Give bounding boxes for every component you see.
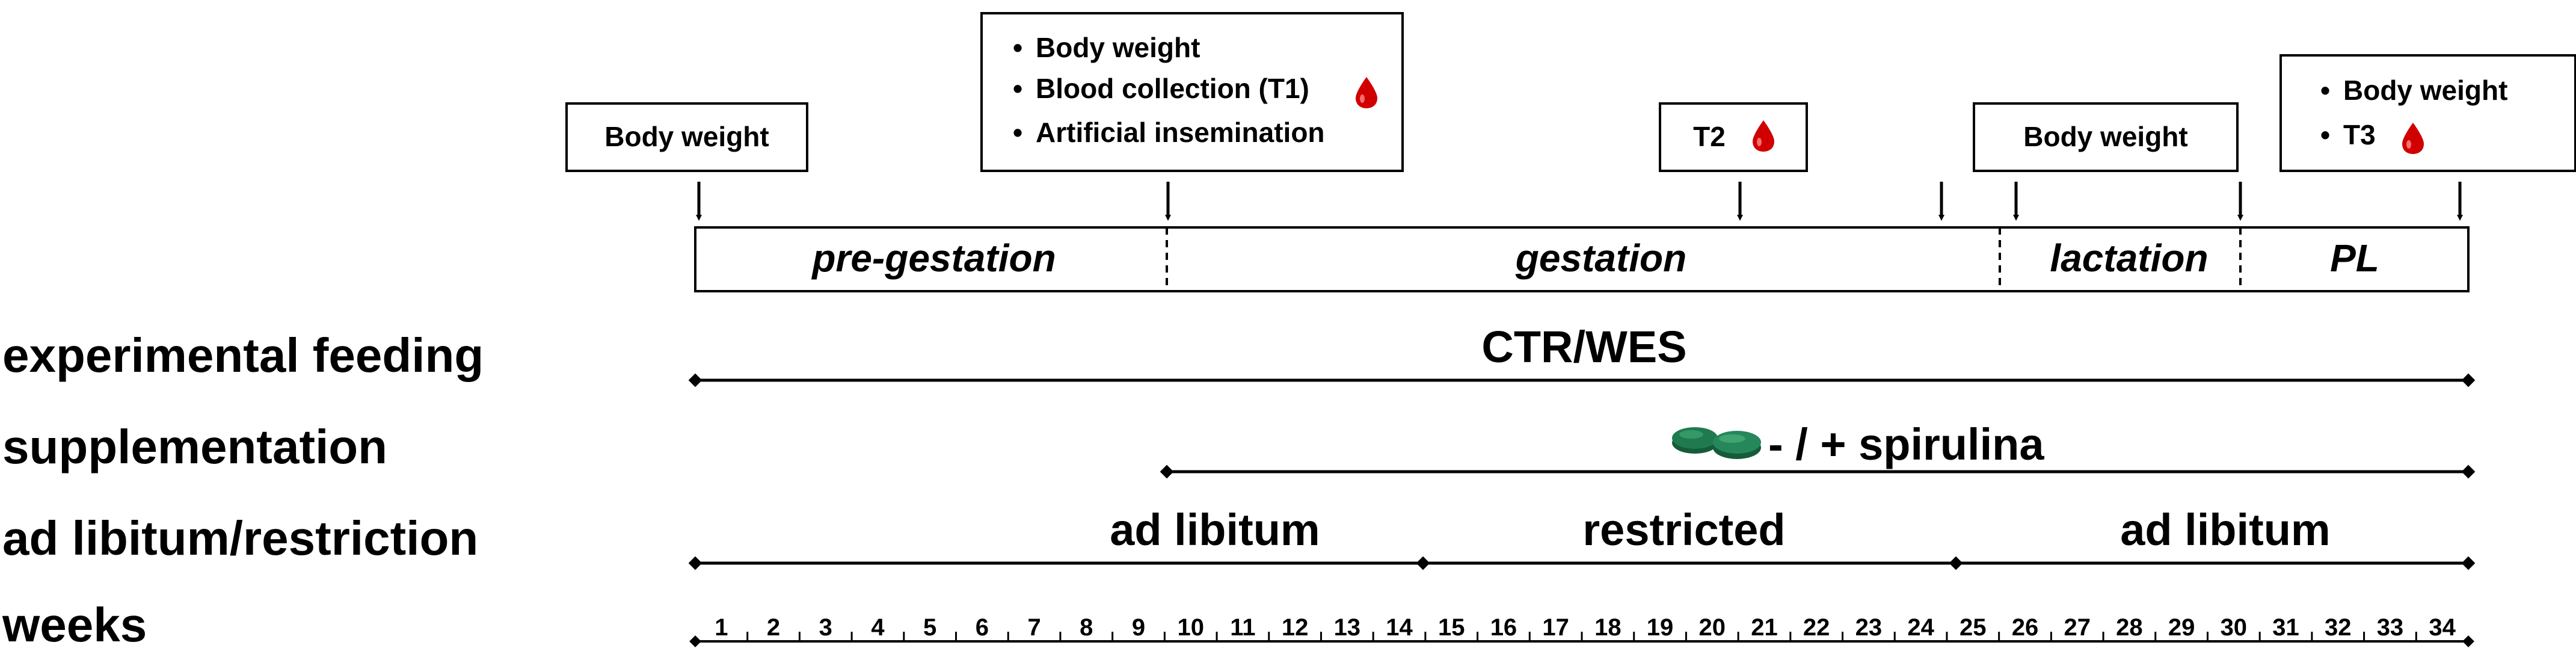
diamond-marker [2461, 556, 2476, 570]
week-label: 10 [1177, 614, 1204, 641]
week-label: 12 [1282, 614, 1309, 641]
week-label: 13 [1334, 614, 1361, 641]
event-box-t2: T2 [1659, 102, 1808, 172]
event-box-lactation-end: Body weight [1973, 102, 2239, 172]
feeding-text: CTR/WES [1481, 322, 1686, 372]
supplementation-row: - / + spirulina [1160, 419, 2476, 479]
week-label: 11 [1230, 614, 1255, 641]
segment-ad-libitum-1: ad libitum [1110, 505, 1320, 555]
event-text: Body weight [604, 121, 769, 152]
row-label-feeding: experimental feeding [2, 328, 484, 382]
diamond-marker [2461, 464, 2476, 479]
bullet: • [1013, 32, 1022, 63]
diamond-marker [2461, 373, 2476, 387]
segment-ad-libitum-2: ad libitum [2120, 505, 2330, 555]
segment-restricted: restricted [1582, 505, 1785, 555]
week-label: 29 [2168, 614, 2195, 641]
week-label: 31 [2272, 614, 2299, 641]
week-label: 15 [1438, 614, 1465, 641]
week-label: 5 [923, 614, 936, 641]
phase-label-pre-gestation: pre-gestation [811, 236, 1056, 280]
week-label: 9 [1132, 614, 1145, 641]
week-label: 26 [2012, 614, 2039, 641]
diamond-marker [2462, 635, 2474, 647]
week-label: 23 [1855, 614, 1883, 641]
event-text: Blood collection (T1) [1036, 73, 1309, 104]
feeding-row: CTR/WES [688, 322, 2476, 387]
restriction-row: ad libitum restricted ad libitum [688, 505, 2476, 570]
diamond-marker [688, 373, 702, 387]
diamond-marker [1949, 556, 1963, 570]
event-text: Body weight [2023, 121, 2187, 152]
week-label: 22 [1803, 614, 1830, 641]
row-label-weeks: weeks [2, 598, 147, 652]
week-label: 3 [819, 614, 832, 641]
phase-label-gestation: gestation [1515, 236, 1686, 280]
week-label: 25 [1960, 614, 1987, 641]
week-label: 2 [767, 614, 780, 641]
diamond-marker [1160, 464, 1174, 479]
week-label: 6 [976, 614, 989, 641]
event-text: Body weight [2343, 75, 2507, 106]
week-label: 19 [1647, 614, 1674, 641]
week-label: 4 [871, 614, 885, 641]
event-text: Artificial insemination [1036, 117, 1325, 148]
week-label: 30 [2221, 614, 2248, 641]
bullet: • [1013, 117, 1022, 148]
bullet: • [2320, 75, 2330, 106]
week-label: 34 [2429, 614, 2456, 641]
phase-label-lactation: lactation [2050, 236, 2208, 280]
week-label: 28 [2116, 614, 2143, 641]
week-label: 8 [1080, 614, 1093, 641]
week-label: 24 [1907, 614, 1934, 641]
timeline-arrows [696, 182, 2463, 221]
event-box-t3: • Body weight • T3 [2279, 54, 2576, 172]
diamond-marker [689, 635, 701, 647]
bullet: • [2320, 119, 2330, 150]
event-text: T3 [2343, 119, 2376, 150]
event-text: T2 [1693, 121, 1726, 152]
row-label-restriction: ad libitum/restriction [2, 511, 478, 565]
week-label: 7 [1027, 614, 1041, 641]
bullet: • [1013, 73, 1022, 104]
event-text: Body weight [1036, 32, 1200, 63]
phase-label-pl: PL [2330, 236, 2379, 280]
week-label: 27 [2064, 614, 2091, 641]
week-label: 20 [1699, 614, 1726, 641]
phase-bar: pre-gestation gestation lactation PL [694, 226, 2470, 292]
event-box-start: Body weight [565, 102, 808, 172]
diamond-marker [1416, 556, 1430, 570]
week-label: 1 [715, 614, 728, 641]
event-box-t1: • Body weight • Blood collection (T1) • … [980, 12, 1404, 172]
week-label: 17 [1542, 614, 1569, 641]
week-label: 33 [2377, 614, 2404, 641]
spirulina-tablets-icon [1672, 427, 1761, 459]
week-label: 14 [1386, 614, 1413, 641]
row-label-supplementation: supplementation [2, 420, 387, 473]
week-label: 18 [1594, 614, 1622, 641]
supplementation-text: - / + spirulina [1768, 419, 2044, 469]
week-label: 21 [1751, 614, 1778, 641]
week-label: 16 [1490, 614, 1517, 641]
week-label: 32 [2325, 614, 2352, 641]
diamond-marker [688, 556, 702, 570]
